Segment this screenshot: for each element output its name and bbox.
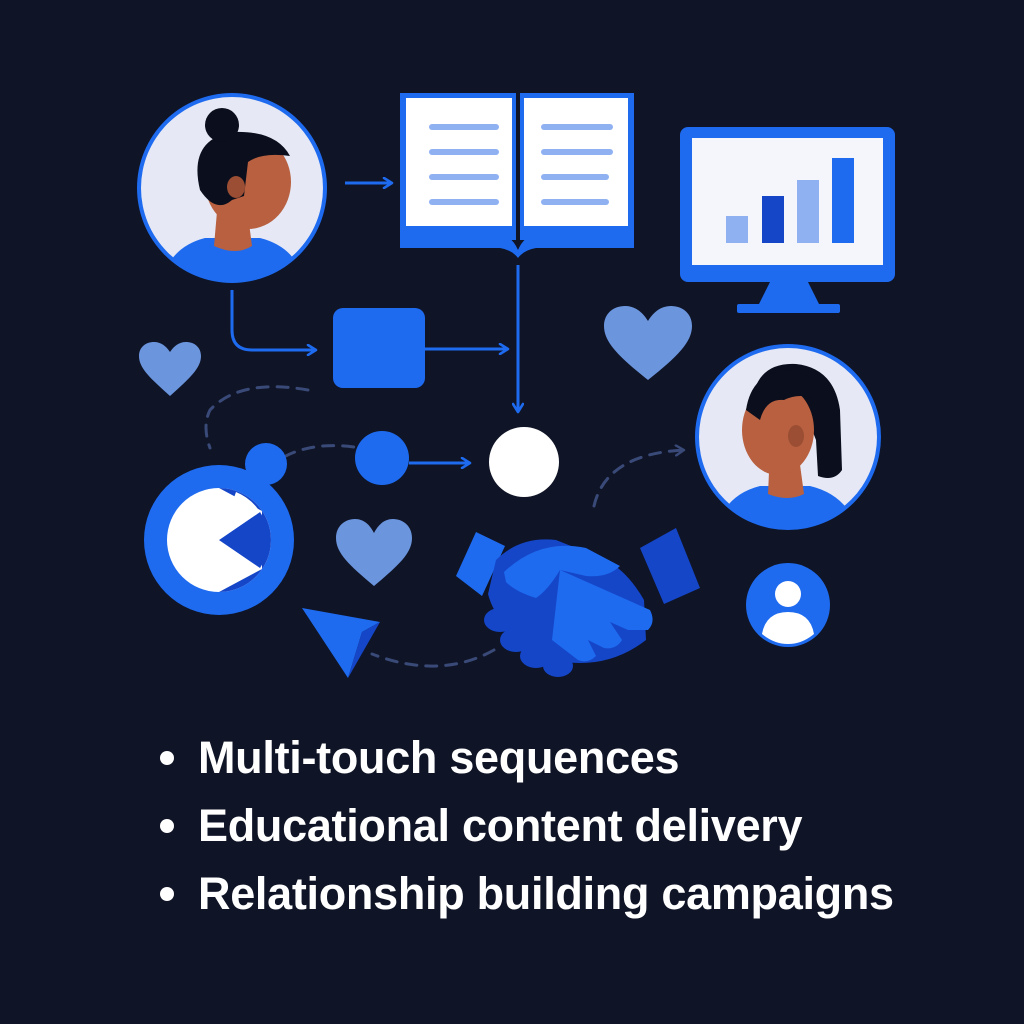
cursor-arrow-icon [302,608,380,678]
avatar-woman-long-hair-icon [695,344,881,530]
white-circle-node-icon [489,427,559,497]
arrow-to-square [230,290,316,350]
square-node-icon [333,308,425,388]
bullet-text: Multi-touch sequences [198,732,680,783]
dashed-path-bottom [370,648,496,668]
circle-node-icon [355,431,409,485]
bullet-dot-icon [160,819,174,833]
bullet-dot-icon [160,887,174,901]
dashed-path-right [592,450,686,508]
bullet-text: Relationship building campaigns [198,868,894,919]
avatar-woman-bun-icon [137,93,327,283]
dashed-path-left [204,385,310,450]
list-item: Educational content delivery [160,792,894,860]
bullet-list: Multi-touch sequences Educational conten… [160,724,894,928]
list-item: Multi-touch sequences [160,724,894,792]
bullet-dot-icon [160,751,174,765]
open-book-icon [400,93,634,258]
user-profile-icon [746,563,830,647]
clock-pie-icon [144,443,294,615]
heart-icon [139,342,201,396]
nurture-flow-illustration [137,93,895,678]
heart-icon [604,306,692,380]
bullet-text: Educational content delivery [198,800,803,851]
monitor-bar-chart-icon [680,127,895,313]
list-item: Relationship building campaigns [160,860,894,928]
heart-icon [336,519,412,586]
handshake-icon [456,528,700,677]
